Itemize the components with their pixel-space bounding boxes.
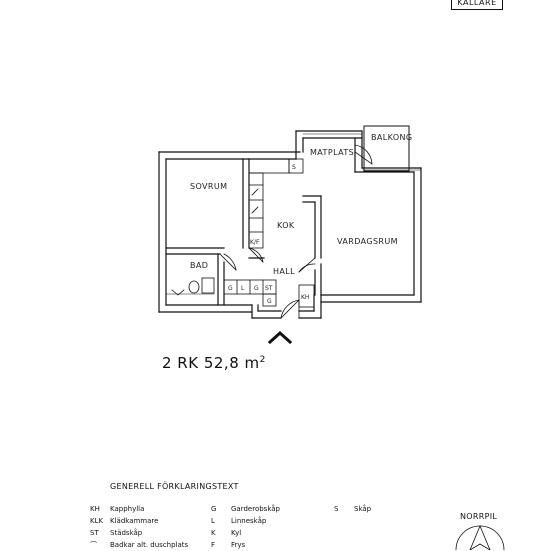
legend-column-3: S Skåp	[334, 503, 371, 515]
room-label-vardagsrum: VARDAGSRUM	[337, 237, 398, 246]
fixture-label-kh: KH	[301, 294, 309, 301]
bathroom-fixtures	[165, 277, 215, 296]
fixture-label-g2: G	[254, 285, 259, 292]
legend-text: Städskåp	[110, 529, 143, 537]
legend-code: KLK	[90, 517, 104, 525]
legend-row: ⌒ Badkar alt. duschplats	[90, 539, 188, 551]
legend-text: Kyl	[231, 529, 242, 537]
legend-row: KH Kapphylla	[90, 503, 188, 515]
legend-row: F Frys	[211, 539, 280, 551]
kitchen-fixtures	[248, 158, 304, 249]
legend-row: S Skåp	[334, 503, 371, 515]
apartment-summary: 2 RK 52,8 m2	[162, 354, 266, 372]
fixture-label-g1: G	[228, 285, 233, 292]
summary-sup: 2	[259, 355, 266, 365]
hall-storage	[223, 279, 315, 308]
legend-text: Skåp	[354, 505, 372, 513]
legend-row: KLK Klädkammare	[90, 515, 188, 527]
room-label-kok: KOK	[277, 221, 295, 230]
fixture-label-s: S	[292, 164, 296, 171]
fixture-label-l: L	[241, 285, 245, 292]
legend-text: Linneskåp	[231, 517, 267, 525]
room-label-bad: BAD	[190, 261, 208, 270]
legend-text: Frys	[231, 541, 246, 549]
bathtub-symbol-icon: ⌒	[90, 541, 97, 549]
fixture-label-kf: K/F	[250, 239, 260, 246]
legend-code: ST	[90, 529, 99, 537]
fixture-label-g3: G	[267, 298, 272, 305]
legend-code: KH	[90, 505, 100, 513]
legend-row: L Linneskåp	[211, 515, 280, 527]
legend-code: G	[211, 505, 217, 513]
legend-code: K	[211, 529, 216, 537]
room-label-sovrum: SOVRUM	[190, 182, 227, 191]
legend-code: F	[211, 541, 216, 549]
legend-text: Badkar alt. duschplats	[110, 541, 189, 549]
legend-row: G Garderobskåp	[211, 503, 280, 515]
legend-column-2: G Garderobskåp L Linneskåp K Kyl F Frys	[211, 503, 280, 551]
basement-label-badge: KÄLLARE	[451, 0, 503, 10]
legend-code: S	[334, 505, 339, 513]
north-label: NORRPIL	[460, 512, 498, 521]
interior-walls	[165, 158, 322, 306]
legend-text: Klädkammare	[110, 517, 159, 525]
legend-row: ST Städskåp	[90, 527, 188, 539]
room-label-matplats: MATPLATS	[310, 148, 354, 157]
legend-text: Kapphylla	[110, 505, 145, 513]
fixture-label-st: ST	[265, 285, 273, 292]
summary-text: 2 RK 52,8 m	[162, 354, 260, 372]
north-arrow-icon	[455, 524, 505, 550]
legend-code: L	[211, 517, 215, 525]
doors	[219, 144, 373, 319]
legend-column-1: KH Kapphylla KLK Klädkammare ST Städskåp ⌒ B…	[90, 503, 188, 551]
legend-text: Garderobskåp	[231, 505, 280, 513]
entrance-arrow	[267, 330, 293, 345]
room-label-hall: HALL	[273, 267, 295, 276]
room-label-balkong: BALKONG	[371, 133, 413, 142]
legend-title: GENERELL FÖRKLARINGSTEXT	[110, 482, 239, 491]
legend-row: K Kyl	[211, 527, 280, 539]
